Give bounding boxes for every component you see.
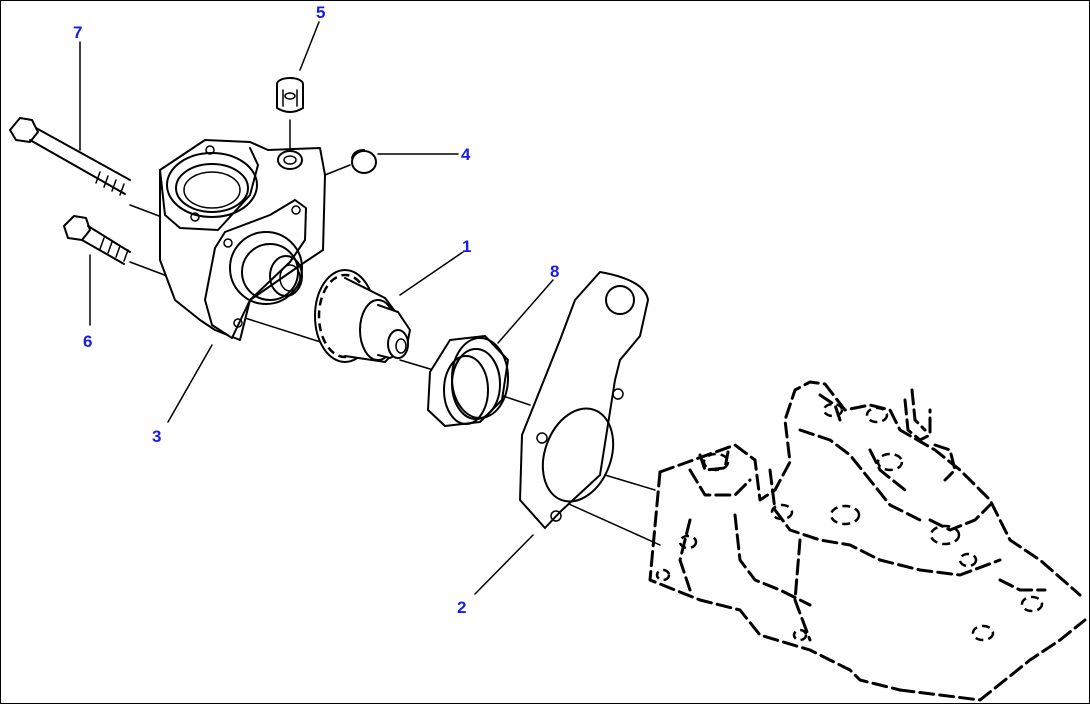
- callout-3: 3: [152, 427, 161, 446]
- cap: [351, 149, 377, 174]
- callout-1: 1: [462, 237, 471, 256]
- bolt-long: [9, 117, 131, 196]
- bolt-short: [63, 215, 131, 265]
- seal-ring: [427, 335, 509, 427]
- engine-block: [648, 380, 1087, 702]
- leader-lines: [79, 21, 554, 595]
- callout-5: 5: [316, 3, 325, 22]
- callout-7: 7: [73, 23, 82, 42]
- callout-6: 6: [83, 332, 92, 351]
- callout-8: 8: [550, 262, 559, 281]
- thermostat: [314, 269, 411, 363]
- plug: [276, 77, 304, 113]
- callout-2: 2: [457, 598, 466, 617]
- callout-labels: 7 5 4 1 8 6 3 2: [73, 3, 559, 617]
- callout-4: 4: [461, 145, 471, 164]
- thermostat-housing: [159, 139, 326, 341]
- gasket: [519, 271, 649, 529]
